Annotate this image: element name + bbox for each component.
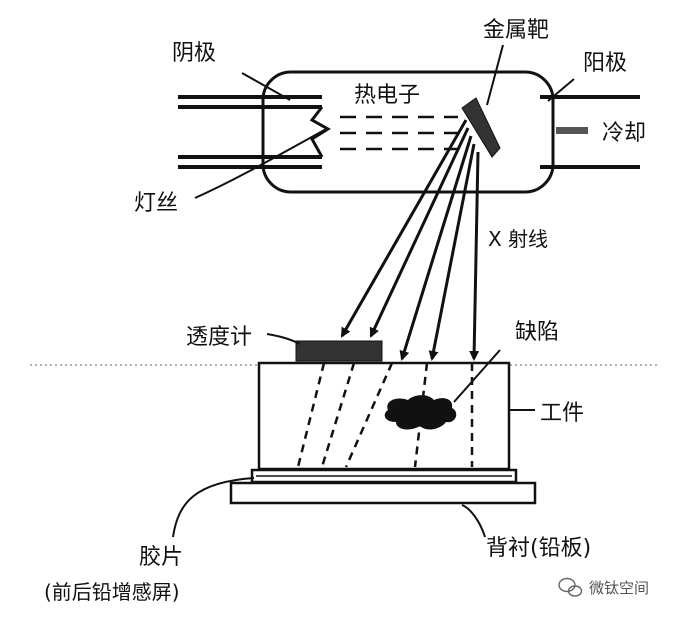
cathode-leads [178,95,322,169]
label-workpiece: 工件 [540,401,584,426]
leader-lines [172,44,575,538]
xray-rays [340,119,480,361]
label-film-note: (前后铅增感屏) [44,580,180,604]
defect-blob [384,395,457,430]
watermark-text: 微钛空间 [589,579,649,597]
label-anode: 阳极 [583,51,627,76]
label-film: 胶片 [139,545,183,570]
label-defect: 缺陷 [515,320,559,345]
label-xray: X 射线 [488,227,548,251]
metal-target [461,97,501,158]
label-filament: 灯丝 [134,191,178,216]
label-cathode: 阴极 [172,41,216,66]
lead-backing [229,481,537,505]
penetrameter [295,340,383,362]
wechat-icon [558,577,583,597]
label-backing: 背衬(铅板) [486,536,591,561]
watermark: 微钛空间 [558,577,649,597]
electron-beams [340,115,458,151]
label-target: 金属靶 [483,18,549,43]
anode-leads [540,95,640,169]
cooling-marker [556,127,588,134]
label-penetrameter: 透度计 [186,325,252,350]
label-thermal-electrons: 热电子 [354,83,420,108]
label-cooling: 冷却 [602,121,646,146]
